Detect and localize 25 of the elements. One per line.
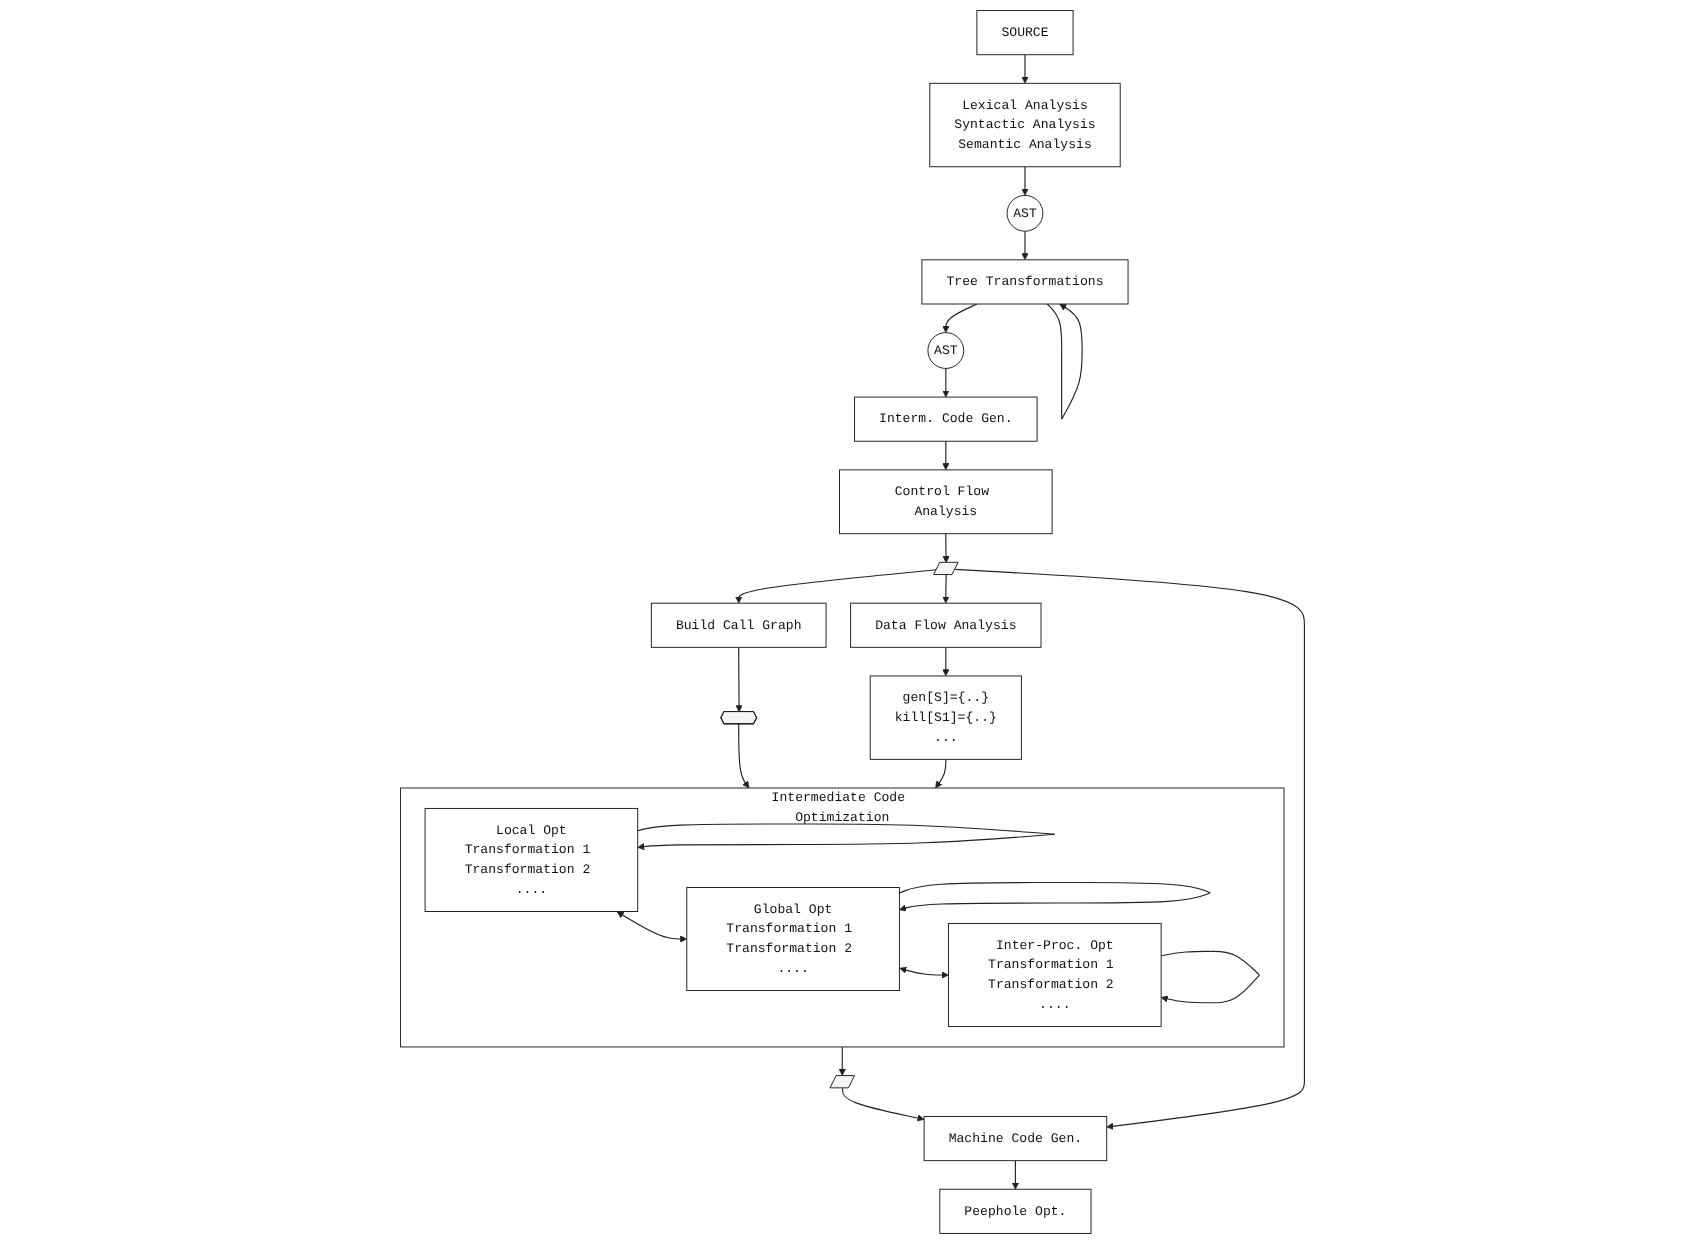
- arrow: [737, 723, 749, 789]
- arrow: [1020, 54, 1029, 84]
- arrow: [636, 823, 1055, 851]
- arrow: [941, 303, 978, 333]
- arrow: [1046, 303, 1083, 420]
- arrow: [941, 440, 949, 471]
- node-flowchart: [829, 1075, 855, 1089]
- arrow: [841, 1087, 924, 1122]
- arrow: [941, 646, 949, 677]
- arrow: [941, 533, 950, 563]
- arrow: [941, 367, 949, 398]
- arrow: [941, 574, 949, 604]
- node-flowchart: [932, 561, 959, 576]
- arrow: [1011, 1160, 1019, 1190]
- arrow: [934, 758, 946, 789]
- arrow: [838, 1046, 846, 1076]
- arrow: [1020, 166, 1029, 196]
- arrow: [616, 911, 687, 943]
- arrow: [1160, 950, 1260, 1004]
- arrow: [898, 881, 1211, 912]
- arrow: [734, 646, 743, 713]
- arrow: [898, 966, 949, 979]
- arrow: [1020, 230, 1029, 261]
- arrow: [954, 568, 1305, 1130]
- arrow: [734, 569, 937, 604]
